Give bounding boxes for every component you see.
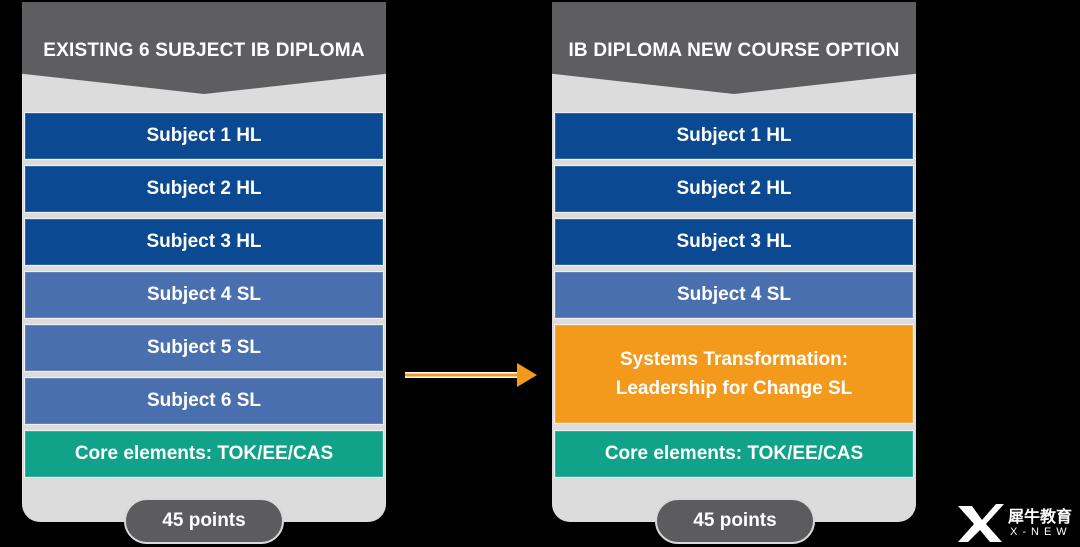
subject-3-bar: Subject 3 HL [554, 218, 914, 266]
subject-1-bar: Subject 1 HL [554, 112, 914, 160]
subject-2-bar: Subject 2 HL [24, 165, 384, 213]
panel-header [22, 2, 386, 94]
subject-3-bar: Subject 3 HL [24, 218, 384, 266]
left-panel: EXISTING 6 SUBJECT IB DIPLOMA Subject 1 … [22, 2, 386, 522]
core-elements-bar: Core elements: TOK/EE/CAS [554, 430, 914, 478]
special-course-line-1: Systems Transformation: [619, 349, 849, 370]
x-new-logo-icon [958, 504, 1004, 542]
subject-2-bar: Subject 2 HL [554, 165, 914, 213]
systems-transformation-bar: Systems Transformation: Leadership for C… [554, 324, 914, 424]
core-elements-bar: Core elements: TOK/EE/CAS [24, 430, 384, 478]
arrow-right-icon [405, 363, 537, 387]
panel-header [552, 2, 916, 94]
subject-5-bar: Subject 5 SL [24, 324, 384, 372]
panel-title: IB DIPLOMA NEW COURSE OPTION [568, 40, 900, 61]
points-badge: 45 points [124, 498, 284, 544]
panel-title: EXISTING 6 SUBJECT IB DIPLOMA [43, 40, 365, 61]
subject-4-bar: Subject 4 SL [24, 271, 384, 319]
logo-brand-text: 犀牛教育 [1008, 509, 1073, 526]
subject-6-bar: Subject 6 SL [24, 377, 384, 425]
subject-1-bar: Subject 1 HL [24, 112, 384, 160]
subject-4-bar: Subject 4 SL [554, 271, 914, 319]
special-course-line-2: Leadership for Change SL [615, 378, 853, 399]
right-panel: IB DIPLOMA NEW COURSE OPTION Subject 1 H… [552, 2, 916, 522]
points-badge: 45 points [655, 498, 815, 544]
logo-sub-text: X-NEW [1010, 526, 1072, 538]
